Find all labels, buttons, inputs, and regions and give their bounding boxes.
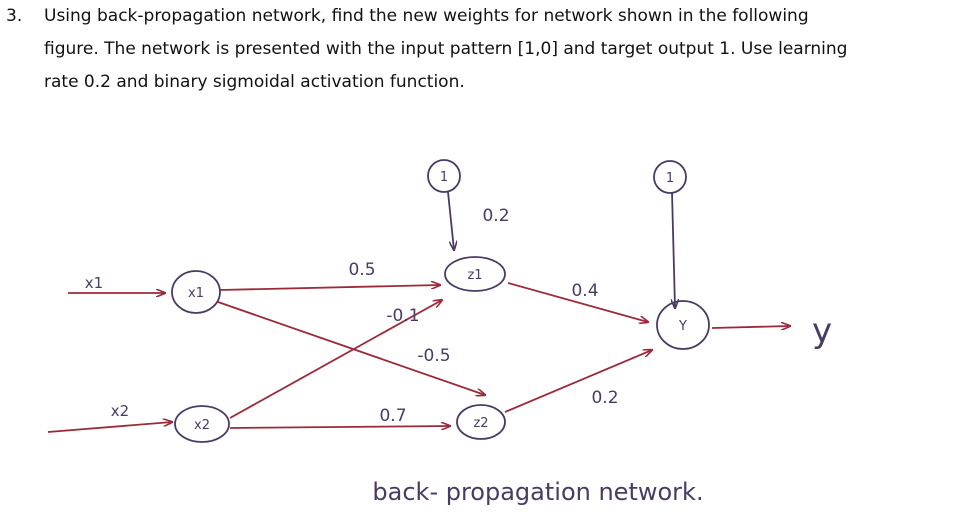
node-bias-output-label: 1 [666,171,674,186]
edge-bias-z1 [447,191,454,250]
node-x1 [171,270,221,314]
edge-x2-z1 [229,300,442,419]
edge-x1-z2 [217,301,485,395]
node-z1-label: z1 [467,268,482,283]
weight-z1-y: 0.4 [571,281,598,301]
edge-bias-y [672,191,675,308]
node-x2 [174,405,230,443]
input-label-x1: x1 [85,274,103,292]
input-label-x2: x2 [111,402,129,420]
node-bias-hidden-label: 1 [440,170,448,185]
weight-z2-y: 0.2 [591,388,618,408]
edge-z2-y [504,350,652,413]
edge-x2-z2 [229,426,450,428]
question-number: 3. [6,6,23,26]
node-z2 [456,404,506,440]
edge-y-out [711,326,790,328]
node-y-label: Y [678,319,687,334]
question-line-1: Using back-propagation network, find the… [44,6,809,26]
question-line-2: figure. The network is presented with th… [44,39,848,59]
weight-x1-z1: 0.5 [348,260,375,280]
node-x2-label: x2 [194,418,210,433]
edge-x1-z1 [219,285,440,291]
question-line-3: rate 0.2 and binary sigmoidal activation… [44,72,465,92]
node-z1 [444,256,506,292]
node-x1-label: x1 [188,286,204,301]
weight-bias-z1: 0.2 [482,206,509,226]
weight-x2-z1: -0.5 [417,346,450,366]
node-bias-output [653,160,687,194]
edge-z1-y [507,282,648,322]
node-z2-label: z2 [473,416,488,431]
weight-x2-z2: 0.7 [379,406,406,426]
node-bias-hidden [427,159,461,193]
output-label: y [812,311,832,351]
diagram-caption: back- propagation network. [372,478,703,506]
node-y [656,300,710,350]
input-arrow-x2 [47,422,172,433]
weight-x1-z2: -0.1 [386,306,419,326]
